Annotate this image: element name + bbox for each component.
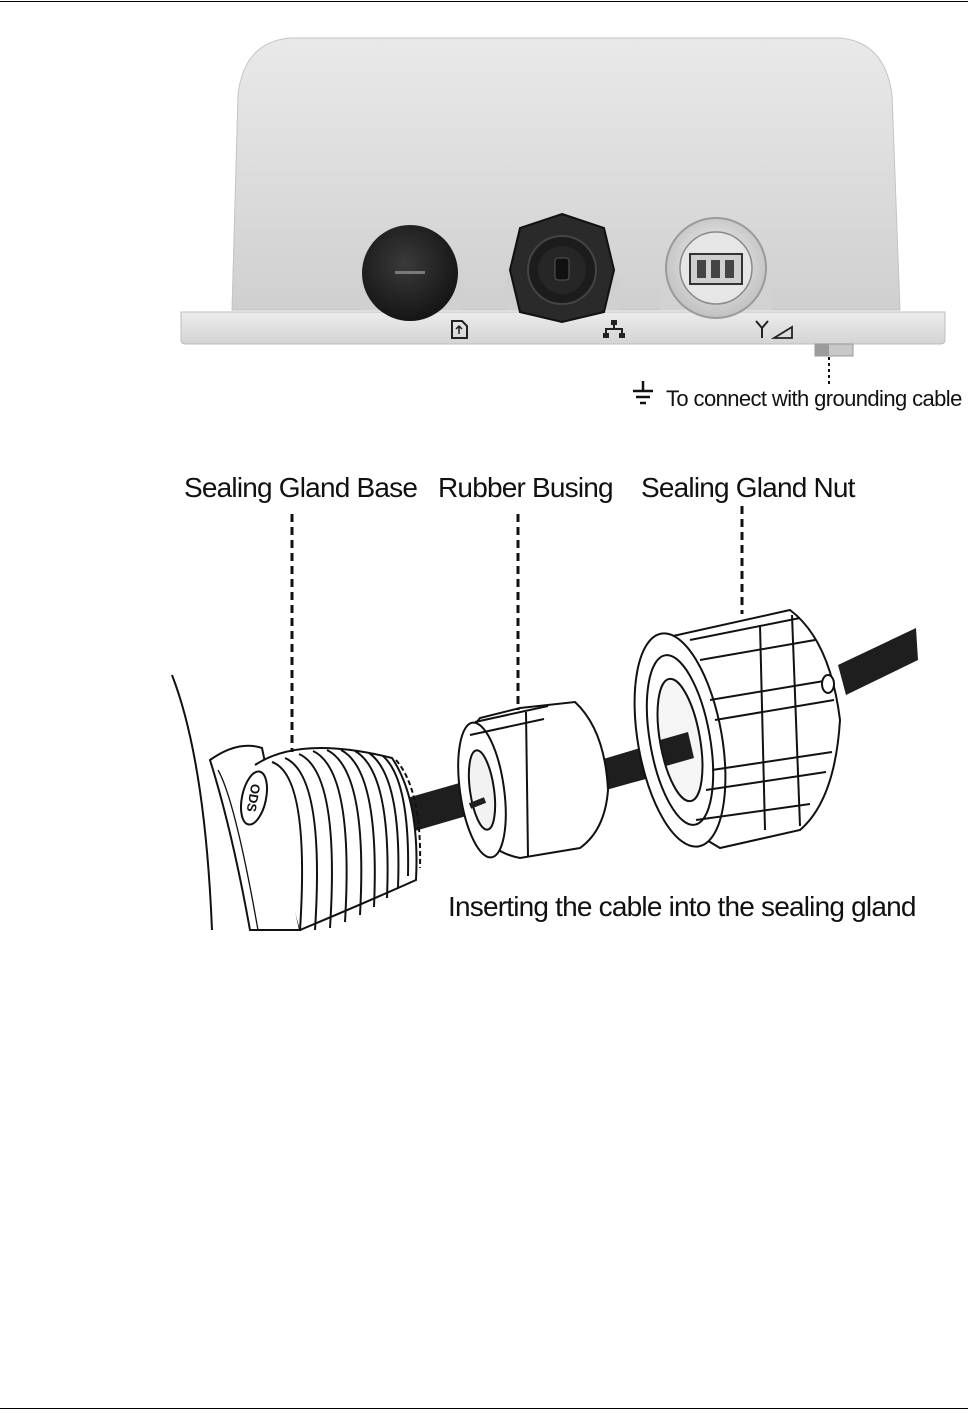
footer-rule bbox=[0, 1408, 968, 1409]
label-rubber-bushing: Rubber Busing bbox=[438, 472, 613, 504]
label-sealing-gland-base: Sealing Gland Base bbox=[184, 472, 417, 504]
label-sealing-gland-nut: Sealing Gland Nut bbox=[641, 472, 855, 504]
rubber-bushing bbox=[451, 702, 608, 860]
gland-diagram: ODS bbox=[0, 0, 968, 940]
enclosure-wall bbox=[172, 675, 212, 930]
figure-caption: Inserting the cable into the sealing gla… bbox=[448, 891, 916, 923]
sealing-gland-nut bbox=[620, 610, 840, 854]
